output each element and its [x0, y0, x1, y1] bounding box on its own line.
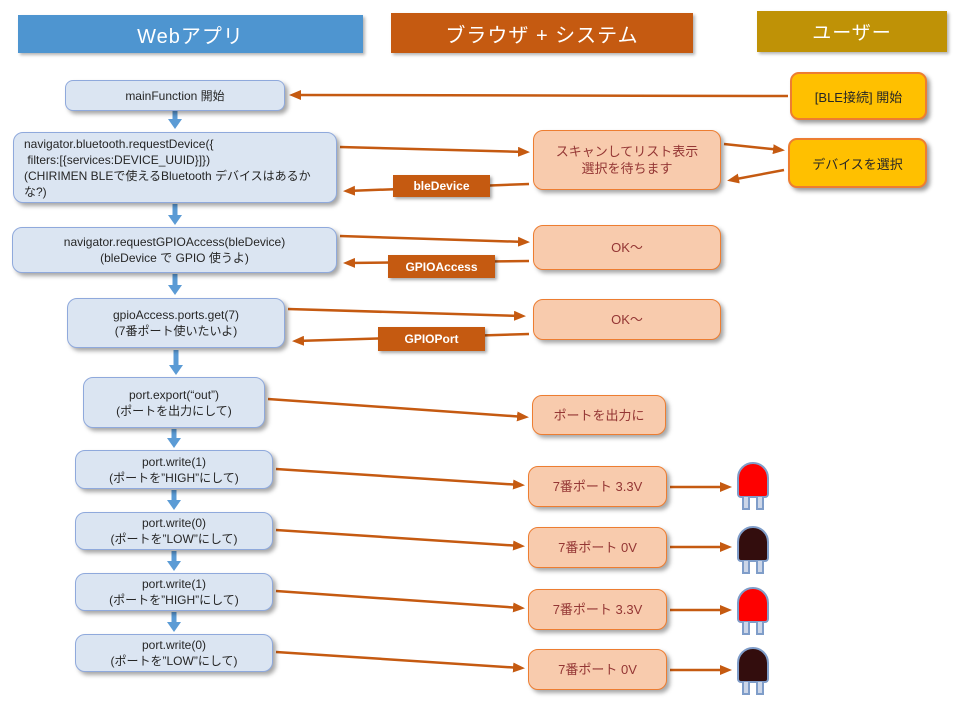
- response-ok-gpio-access: OK〜: [533, 225, 721, 270]
- arrow-write0a-to-0va: [275, 528, 525, 551]
- arrow-gpioaccessreq-to-ok1: [339, 234, 530, 247]
- step-port-write-0a-code: port.write(0): [141, 516, 206, 530]
- led-legs: [737, 622, 769, 635]
- led-legs: [737, 682, 769, 695]
- arrow-blestart-to-main: [289, 90, 789, 101]
- step-port-write-1a-note: (ポートを”HIGH”にして): [109, 470, 239, 485]
- arrow-export-to-output: [267, 397, 529, 422]
- led-dome: [737, 647, 769, 683]
- return-label-bledevice: bleDevice: [393, 175, 490, 197]
- led-dome: [737, 526, 769, 562]
- led-dome: [737, 587, 769, 623]
- step-port-write-1a: port.write(1) (ポートを”HIGH”にして): [75, 450, 273, 489]
- step-ports-get: gpioAccess.ports.get(7) (7番ポート使いたいよ): [67, 298, 285, 348]
- response-scan-list-line1: スキャンしてリスト表示: [555, 144, 699, 159]
- step-port-export-note: (ポートを出力にして): [116, 403, 232, 418]
- step-port-export-code: port.export(“out”): [128, 387, 220, 402]
- step-request-gpio-access: navigator.requestGPIOAccess(bleDevice) (…: [12, 227, 337, 273]
- arrow-portsget-to-ok2: [287, 307, 526, 321]
- response-port7-33v-a: 7番ポート 3.3V: [528, 466, 667, 507]
- step-request-gpio-access-note: (bleDevice で GPIO 使うよ): [100, 251, 249, 265]
- arrow-write1a-to-33va: [275, 467, 525, 490]
- response-scan-list-line2: 選択を待ちます: [581, 161, 673, 176]
- return-label-gpioaccess: GPIOAccess: [388, 255, 495, 278]
- step-port-write-0a-note: (ポートを”LOW”にして): [110, 532, 238, 546]
- led-on-icon: [737, 462, 769, 510]
- response-port7-0v-a: 7番ポート 0V: [528, 527, 667, 568]
- response-scan-list: スキャンしてリスト表示 選択を待ちます: [533, 130, 721, 190]
- action-select-device: デバイスを選択: [788, 138, 927, 188]
- response-port7-33v-b: 7番ポート 3.3V: [528, 589, 667, 630]
- lane-header-webapp: Webアプリ: [18, 15, 363, 53]
- step-port-write-1b-note: (ポートを”HIGH”にして): [109, 593, 239, 607]
- step-port-write-0a: port.write(0) (ポートを”LOW”にして): [75, 512, 273, 550]
- arrow-selectdevice-to-scan: [727, 168, 785, 184]
- led-legs: [737, 497, 769, 510]
- step-port-write-0b: port.write(0) (ポートを”LOW”にして): [75, 634, 273, 672]
- arrow-requestdevice-to-scan: [339, 145, 530, 157]
- return-label-gpioport: GPIOPort: [378, 327, 485, 351]
- led-dome: [737, 462, 769, 498]
- step-port-write-0b-note: (ポートを”LOW”にして): [110, 654, 238, 668]
- led-legs: [737, 561, 769, 574]
- step-request-device-code1: navigator.bluetooth.requestDevice({: [24, 136, 214, 151]
- step-port-export: port.export(“out”) (ポートを出力にして): [83, 377, 265, 428]
- response-port-output: ポートを出力に: [532, 395, 666, 435]
- arrow-write0b-to-0vb: [275, 650, 525, 673]
- step-port-write-1a-code: port.write(1): [141, 454, 206, 469]
- response-port7-0v-b: 7番ポート 0V: [528, 649, 667, 690]
- response-ok-gpio-port: OK〜: [533, 299, 721, 340]
- arrow-write1b-to-33vb: [275, 589, 525, 613]
- step-request-device-code2: filters:[{services:DEVICE_UUID}]}): [24, 152, 211, 167]
- arrow-scan-to-selectdevice: [723, 142, 785, 155]
- led-on-icon: [737, 587, 769, 635]
- lane-header-browser-system: ブラウザ + システム: [391, 13, 693, 53]
- step-ports-get-code: gpioAccess.ports.get(7): [112, 308, 240, 322]
- led-off-icon: [737, 526, 769, 574]
- step-request-gpio-access-code: navigator.requestGPIOAccess(bleDevice): [63, 235, 286, 249]
- step-ports-get-note: (7番ポート使いたいよ): [114, 324, 238, 338]
- step-main-function-label: mainFunction 開始: [125, 88, 225, 103]
- step-port-write-1b: port.write(1) (ポートを”HIGH”にして): [75, 573, 273, 611]
- flow-arrows-blue: [167, 111, 183, 632]
- step-port-write-1b-code: port.write(1): [141, 577, 206, 591]
- step-request-device-note: (CHIRIMEN BLEで使えるBluetooth デバイスはあるかな?): [24, 168, 311, 199]
- step-main-function: mainFunction 開始: [65, 80, 285, 111]
- step-request-device: navigator.bluetooth.requestDevice({ filt…: [13, 132, 337, 203]
- action-ble-connect-start: [BLE接続] 開始: [790, 72, 927, 120]
- lane-header-user: ユーザー: [757, 11, 947, 52]
- step-port-write-0b-code: port.write(0): [141, 638, 206, 652]
- led-off-icon: [737, 647, 769, 695]
